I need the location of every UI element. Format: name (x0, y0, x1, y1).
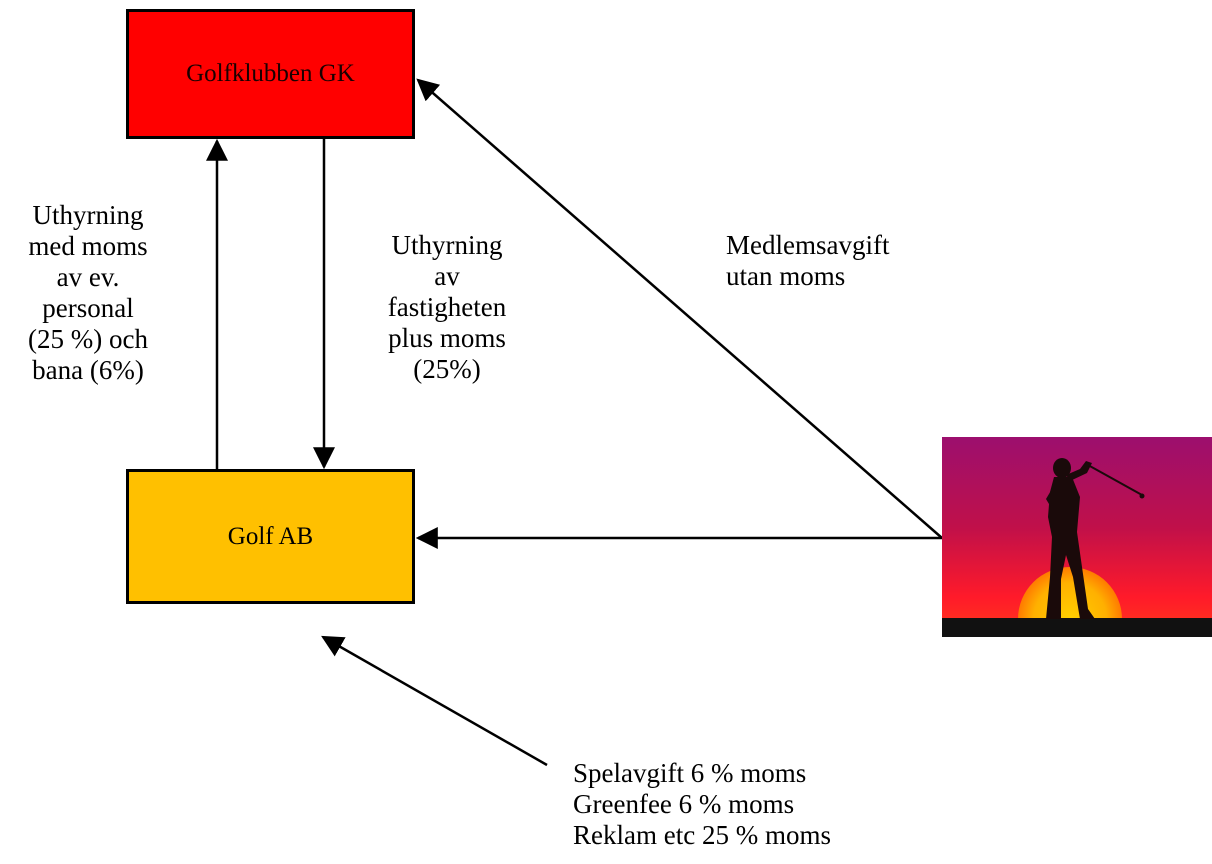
edge-label-line: Reklam etc 25 % moms (573, 820, 831, 850)
edge-label-line: Spelavgift 6 % moms (573, 758, 807, 788)
edge-label-gk-to-ab: Uthyrning av fastigheten plus moms (25%) (365, 230, 529, 385)
edge-label-line: av (434, 261, 460, 291)
edge-label-line: Uthyrning (391, 230, 503, 260)
edge-label-line: utan moms (726, 261, 846, 291)
node-golf-ab-label: Golf AB (227, 522, 314, 550)
edge-label-player-to-gk: Medlemsavgift utan moms (726, 230, 889, 292)
edge-label-line: (25%) (413, 354, 481, 384)
edge-label-line: plus moms (388, 323, 506, 353)
edge-label-ab-to-gk: Uthyrning med moms av ev. personal (25 %… (8, 200, 168, 386)
node-golfklubben-gk-label: Golfklubben GK (186, 60, 355, 87)
edge-label-line: med moms (28, 231, 148, 261)
edge-label-line: Medlemsavgift (726, 230, 890, 260)
edge-label-line: bana (6%) (32, 355, 144, 385)
edge-label-line: av ev. (56, 262, 120, 292)
node-golfklubben-gk: Golfklubben GK (126, 9, 415, 139)
golfer-silhouette-sunset-icon (942, 437, 1212, 637)
edge-label-line: fastigheten (387, 292, 507, 322)
edge-label-line: (25 %) och (28, 324, 148, 354)
edge-label-line: Greenfee 6 % moms (573, 789, 795, 819)
node-golf-ab: Golf AB (126, 469, 415, 604)
arrow-player-to-gk (416, 78, 943, 539)
edge-label-line: Uthyrning (32, 200, 144, 230)
arrow-fees-to-ab (321, 635, 548, 767)
edge-label-player-fees: Spelavgift 6 % moms Greenfee 6 % moms Re… (573, 758, 831, 851)
edge-label-line: personal (42, 293, 134, 323)
